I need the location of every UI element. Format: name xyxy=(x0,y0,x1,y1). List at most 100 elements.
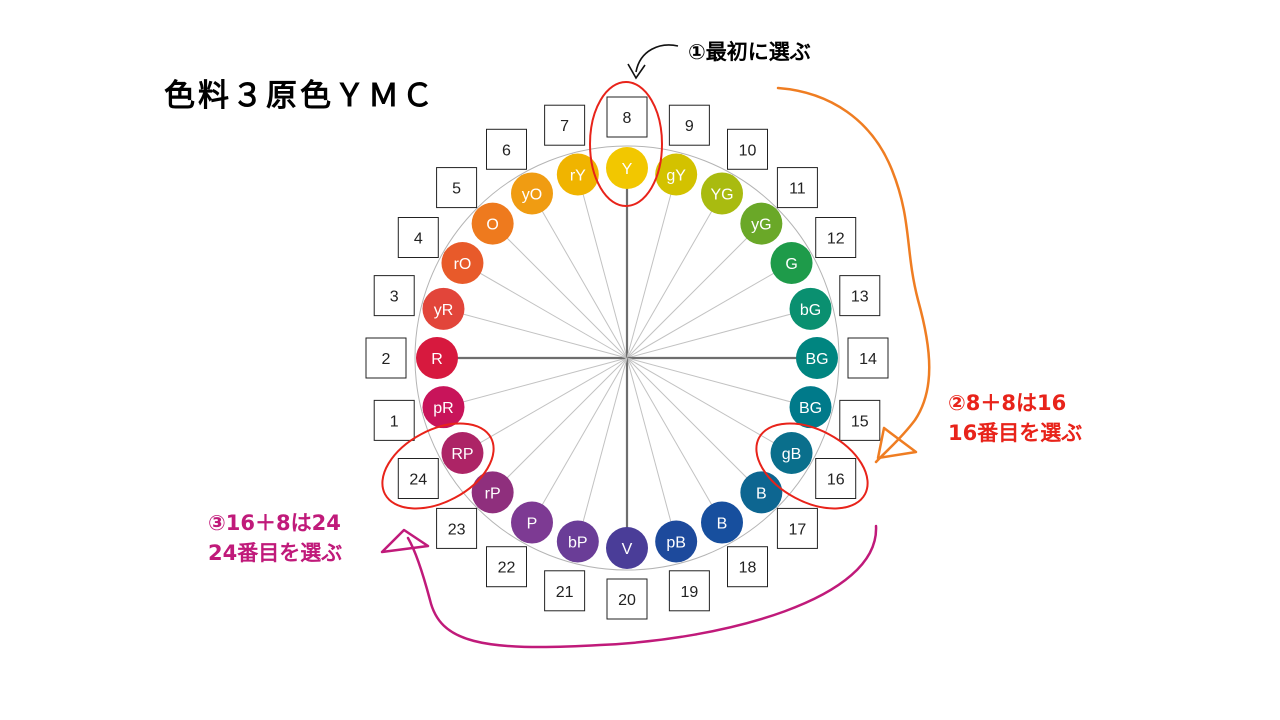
hue-number-box xyxy=(373,399,415,441)
hue-label: RP xyxy=(451,446,473,463)
step3-line1: ③16＋8は24 xyxy=(208,511,341,535)
hue-number-box xyxy=(436,167,478,209)
wheel-ring xyxy=(414,145,840,571)
hue-number: 7 xyxy=(560,118,569,135)
hue-number-box xyxy=(668,570,710,612)
magenta-arrow xyxy=(406,524,878,649)
step1-annotation: ①最初に選ぶ xyxy=(688,40,811,64)
hue-number-box xyxy=(486,546,527,588)
hue-dot xyxy=(655,153,698,196)
hue-number: 11 xyxy=(789,181,806,198)
hue-number-box xyxy=(839,399,881,441)
hue-dot xyxy=(606,527,648,569)
hue-dot xyxy=(511,172,553,215)
hue-label: O xyxy=(486,217,498,234)
hue-dot xyxy=(556,520,599,563)
hue-label: rO xyxy=(454,256,472,273)
hue-label: bG xyxy=(800,302,821,319)
hue-number: 17 xyxy=(789,521,807,538)
step1-highlight-circle xyxy=(589,81,663,207)
hue-label: P xyxy=(527,516,538,533)
hue-dot xyxy=(441,242,484,284)
hue-label: BG xyxy=(805,351,828,368)
hue-number: 19 xyxy=(680,584,698,601)
hue-number-box xyxy=(727,546,768,588)
hue-number: 6 xyxy=(502,142,511,159)
hue-number: 4 xyxy=(414,231,423,248)
hue-number-box xyxy=(436,507,478,549)
hue-label: bP xyxy=(568,535,588,552)
hue-dot xyxy=(770,432,813,474)
hue-number: 23 xyxy=(448,521,466,538)
hue-number: 14 xyxy=(859,351,877,368)
hue-number-box xyxy=(839,275,881,317)
hue-label: R xyxy=(431,351,443,368)
step1-arrow xyxy=(635,44,679,73)
hue-number-box xyxy=(776,507,818,549)
hue-number: 1 xyxy=(390,413,399,430)
hue-dot xyxy=(796,337,838,379)
hue-number-box xyxy=(486,128,527,170)
hue-dot xyxy=(511,501,553,544)
step3-highlight-circle xyxy=(381,422,495,510)
hue-number: 24 xyxy=(409,472,427,489)
hue-number-box xyxy=(544,570,586,612)
hue-label: G xyxy=(785,256,797,273)
hue-label: V xyxy=(622,541,633,558)
hue-dot xyxy=(655,520,698,563)
hue-dot xyxy=(606,147,648,189)
hue-dot xyxy=(740,202,783,245)
hue-number: 8 xyxy=(623,110,632,127)
hue-number-box xyxy=(606,578,648,620)
hue-label: Y xyxy=(622,161,633,178)
hue-dot xyxy=(471,471,514,514)
hue-label: YG xyxy=(710,186,733,203)
hue-label: yR xyxy=(434,302,454,319)
hue-number-box xyxy=(365,337,407,379)
hue-number: 15 xyxy=(851,413,869,430)
hue-dot xyxy=(416,337,458,379)
hue-number-box xyxy=(606,96,648,138)
hue-number-box xyxy=(815,217,857,258)
hue-dot xyxy=(770,242,813,284)
hue-number-box xyxy=(776,167,818,209)
hue-dot xyxy=(441,432,484,474)
hue-number-box xyxy=(847,337,889,379)
hue-number-box xyxy=(727,128,768,170)
orange-arrow xyxy=(776,86,931,464)
hue-label: rP xyxy=(485,485,501,502)
step3-annotation: ③16＋8は24 24番目を選ぶ xyxy=(208,508,342,568)
hue-label: B xyxy=(717,516,728,533)
hue-label: yO xyxy=(522,186,542,203)
hue-dot xyxy=(789,287,832,330)
hue-label: pB xyxy=(666,535,686,552)
hue-label: gB xyxy=(782,446,802,463)
hue-number: 10 xyxy=(739,142,757,159)
hue-number: 18 xyxy=(739,560,757,577)
hue-number: 22 xyxy=(498,560,516,577)
hue-number: 13 xyxy=(851,289,869,306)
hue-dot xyxy=(556,153,599,196)
hue-number: 20 xyxy=(618,592,636,609)
step3-line2: 24番目を選ぶ xyxy=(208,541,343,565)
hue-number: 16 xyxy=(827,472,845,489)
step2-highlight-circle xyxy=(755,422,869,510)
hue-label: yG xyxy=(751,217,771,234)
hue-dot xyxy=(701,501,743,544)
step2-annotation: ②8＋8は16 16番目を選ぶ xyxy=(948,388,1082,448)
hue-label: BG xyxy=(799,400,822,417)
hue-number: 2 xyxy=(382,351,391,368)
hue-number: 12 xyxy=(827,231,845,248)
hue-dot xyxy=(422,386,465,429)
hue-number: 5 xyxy=(452,181,461,198)
hue-dot xyxy=(471,202,514,245)
hue-number: 21 xyxy=(556,584,574,601)
step2-line2: 16番目を選ぶ xyxy=(948,421,1083,445)
orange-arrowhead xyxy=(876,426,918,460)
hue-dot xyxy=(789,386,832,429)
hue-number: 9 xyxy=(685,118,694,135)
hue-label: B xyxy=(756,485,767,502)
hue-number-box xyxy=(815,458,857,499)
